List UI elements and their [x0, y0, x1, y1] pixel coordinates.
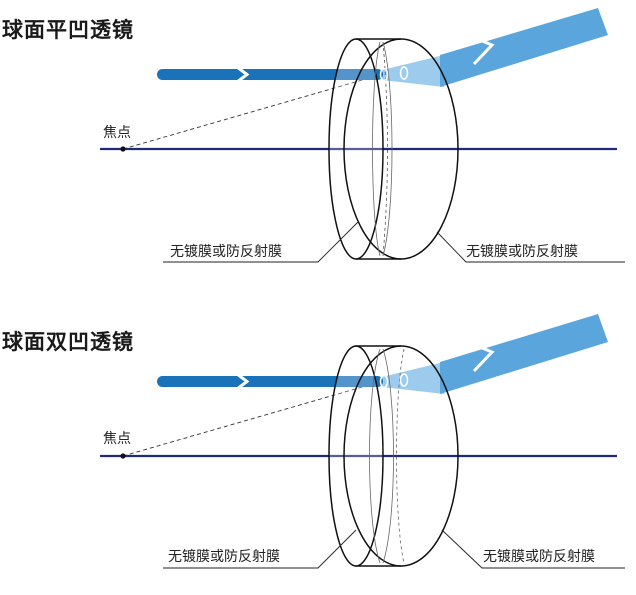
diagram-2-focus-label: 焦点: [103, 431, 131, 447]
beam-exit-ring: [399, 66, 409, 80]
incoming-beam: [157, 376, 383, 387]
beam-arrow-mark: [236, 372, 250, 391]
virtual-ray-line: [122, 73, 384, 150]
diagram-2-right-coating-label: 无镀膜或防反射膜: [483, 549, 595, 565]
right-coating-leader: [436, 231, 625, 263]
focus-point: [120, 146, 126, 152]
diagram-1: [100, 8, 625, 263]
diagram-1-focus-label: 焦点: [103, 125, 131, 141]
incoming-beam: [157, 69, 383, 80]
bi-concave-lens: [328, 345, 459, 567]
beam-exit-ring: [399, 373, 409, 387]
diagram-1-left-coating-label: 无镀膜或防反射膜: [170, 244, 282, 260]
beam-arrow-mark: [469, 341, 495, 373]
diagram-2-left-coating-label: 无镀膜或防反射膜: [168, 549, 280, 565]
beam-entry-ring: [379, 67, 389, 82]
diagram-2-title: 球面双凹透镜: [2, 330, 134, 354]
right-coating-leader: [441, 529, 625, 569]
diverging-beam-faint: [382, 55, 444, 87]
diagram-1-title: 球面平凹透镜: [2, 18, 134, 42]
virtual-ray-line: [122, 380, 384, 457]
left-coating-leader: [163, 221, 359, 263]
diverging-beam-faint: [382, 362, 444, 394]
diagram-1-right-coating-label: 无镀膜或防反射膜: [466, 244, 578, 260]
beam-arrow-mark: [236, 65, 250, 84]
diagram-2: [100, 314, 625, 569]
beam-entry-ring: [379, 374, 389, 389]
left-coating-leader: [163, 529, 357, 569]
diverging-beam: [440, 314, 608, 394]
beam-arrow-mark: [469, 34, 495, 66]
focus-point: [120, 453, 126, 459]
diverging-beam: [440, 8, 608, 87]
plano-concave-lens: [328, 38, 459, 260]
